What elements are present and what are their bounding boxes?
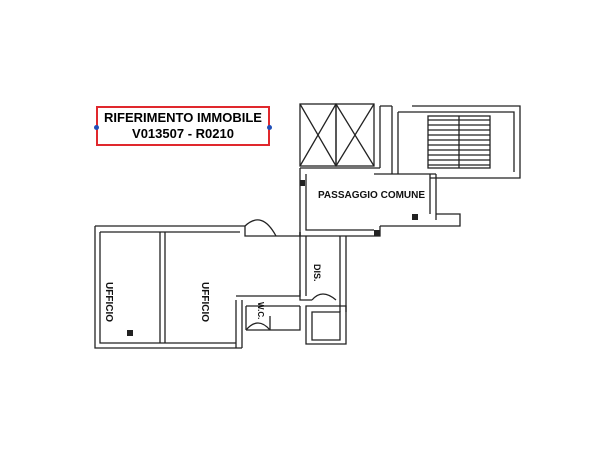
room-label-wc: W.C. [256,302,265,320]
room-label-ufficio-2: UFFICIO [199,282,210,322]
elevator-cross-1 [299,103,337,167]
elevator-cross-2 [335,103,375,167]
wc-wall [245,305,301,331]
column-1 [127,330,133,336]
resize-handle-left[interactable] [94,125,99,130]
elevator-shaft-2 [335,103,375,167]
stair-treads [428,116,490,168]
room-label-passaggio: PASSAGGIO COMUNE [318,190,426,201]
column-4 [412,214,418,220]
reference-code: V013507 - R0210 [132,126,234,141]
office-outer-wall [94,225,301,349]
reference-label-box: RIFERIMENTO IMMOBILE V013507 - R0210 [94,106,272,146]
reference-title: RIFERIMENTO IMMOBILE [104,110,262,125]
resize-handle-right[interactable] [267,125,272,130]
dis-wall [299,232,347,312]
room-label-ufficio-1: UFFICIO [103,282,114,322]
passaggio-wall [299,106,461,237]
door-swing [244,219,337,331]
column-2 [300,180,305,186]
room-label-dis: DIS. [312,264,322,282]
stair-wall [380,105,521,179]
column-3 [374,230,380,236]
lower-room-wall [305,305,347,345]
office-inner-partition [159,232,166,343]
